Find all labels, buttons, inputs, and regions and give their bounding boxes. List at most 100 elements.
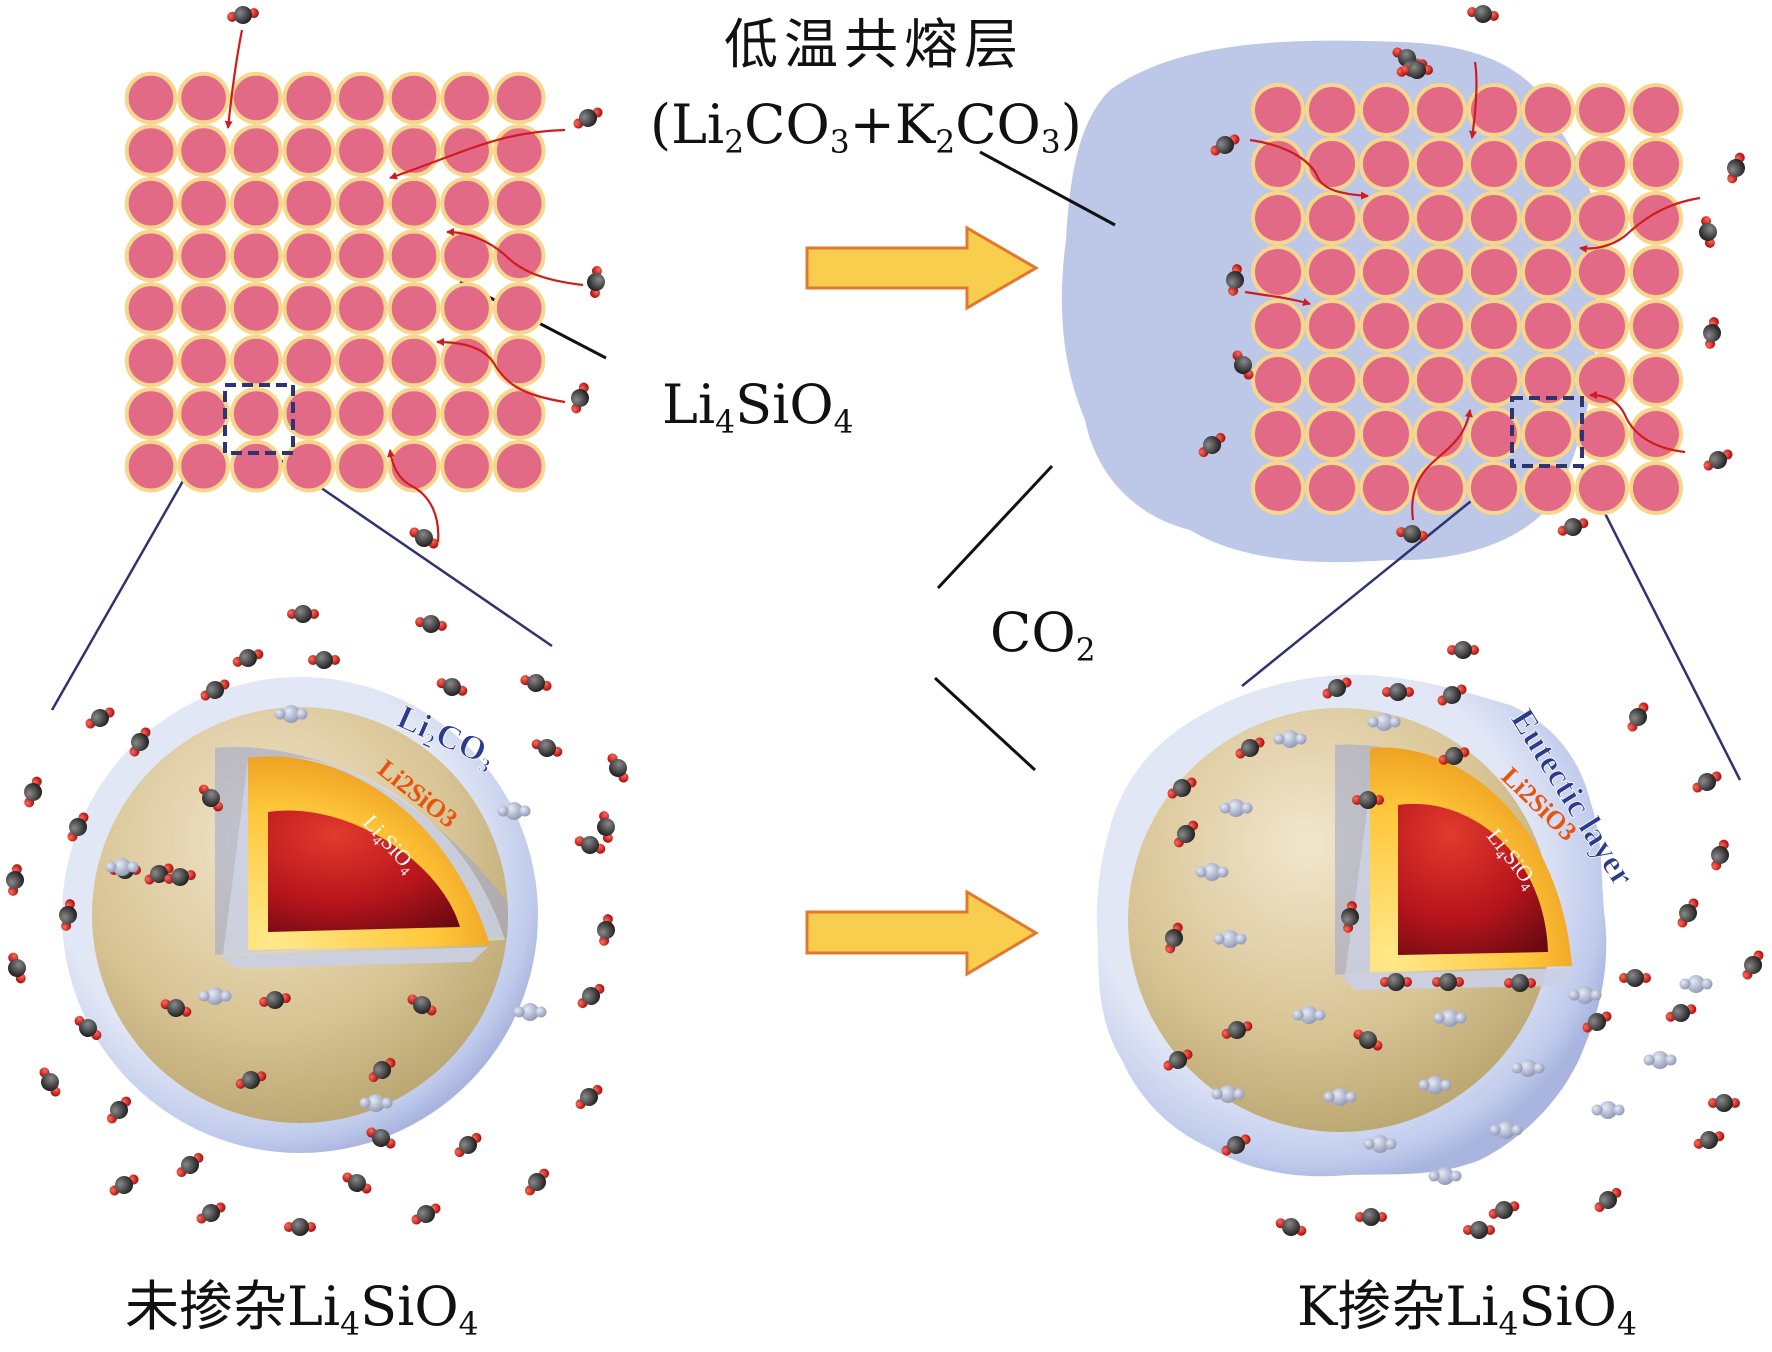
co2-molecule (1727, 152, 1745, 184)
li4sio4-particle (229, 387, 283, 440)
li4sio4-particle (282, 229, 336, 283)
co2-molecule (1275, 1218, 1307, 1236)
li4sio4-particle (1305, 137, 1359, 191)
co2-molecule-absorbed (497, 802, 531, 820)
particle-grid-doped (1251, 83, 1683, 515)
co2-molecule (571, 382, 589, 414)
li4sio4-particle (1629, 137, 1683, 191)
li4sio4-particle (1467, 191, 1521, 245)
li4sio4-particle (1521, 353, 1575, 407)
li4sio4-particle (440, 282, 493, 335)
li4sio4-particle (1521, 407, 1575, 461)
li4sio4-particle (1575, 353, 1629, 407)
co2-molecule (1627, 702, 1649, 732)
zoom-line-right-a (1241, 467, 1513, 687)
li4sio4-particle (1575, 245, 1629, 299)
co2-diffusion-paths (224, 29, 1701, 543)
li4sio4-particle (1359, 461, 1413, 515)
li4sio4-particle (1359, 83, 1413, 137)
co2-molecule-absorbed (1433, 1009, 1467, 1027)
co2-molecule (67, 812, 89, 842)
li4sio4-particle (177, 439, 230, 493)
leader-eutectic (979, 150, 1116, 227)
co2-molecule (577, 983, 605, 1009)
zoom-box-left (223, 383, 295, 455)
li4sio4-particle (1359, 407, 1413, 461)
li4sio4-particle (387, 439, 441, 493)
co2-molecule-absorbed (1363, 1135, 1397, 1153)
li4sio4-particle (492, 439, 546, 493)
li4sio4-particle (229, 71, 283, 125)
co2-molecule-absorbed (1428, 1167, 1462, 1185)
diffusion-path (446, 228, 584, 287)
co2-molecule (436, 678, 468, 696)
li4sio4-particle (335, 334, 388, 388)
li4sio4-particle (1629, 191, 1683, 245)
co2-molecule (85, 707, 115, 729)
li4sio4-particle (492, 282, 546, 335)
li4sio4-particle (282, 124, 336, 177)
li4sio4-particle (1629, 245, 1683, 299)
li4sio4-particle (1467, 137, 1521, 191)
li4sio4-particle (1629, 299, 1683, 353)
co2-molecule (1557, 518, 1589, 536)
li4sio4-particle (1251, 461, 1305, 515)
li4sio4-particle (335, 176, 388, 230)
li4sio4-particle (229, 334, 283, 388)
co2-molecule-absorbed (1643, 1051, 1677, 1069)
li4sio4-particle (1305, 191, 1359, 245)
co2-molecule-absorbed (1679, 975, 1713, 993)
co2-molecule (1708, 1094, 1740, 1112)
co2-molecule-absorbed (1568, 986, 1602, 1004)
co2-molecules (6, 5, 1764, 1239)
co2-molecule (259, 991, 291, 1009)
co2-molecule (1210, 134, 1240, 156)
li4sio4-particle (1305, 299, 1359, 353)
co2-molecule-absorbed (1195, 863, 1229, 881)
li4sio4-particle (124, 176, 178, 230)
co2-molecule (196, 1202, 226, 1224)
li4sio4-particle (1413, 245, 1467, 299)
li4sio4-particle (1629, 83, 1683, 137)
li4sio4-particle (177, 124, 230, 177)
co2-molecule (1226, 264, 1244, 296)
diffusion-path (389, 128, 566, 180)
sphere-doped-core (1398, 803, 1548, 955)
li4sio4-particle (229, 439, 283, 493)
li4sio4-particle (440, 229, 493, 283)
li4sio4-particle (229, 229, 283, 283)
li4sio4-particle (124, 229, 178, 283)
co2-molecule (1447, 641, 1479, 659)
co2-molecule (1221, 1134, 1251, 1156)
co2-molecule (1167, 777, 1197, 799)
li4sio4-particle (282, 439, 336, 493)
li4sio4-particle (492, 176, 546, 230)
li4sio4-particle (177, 229, 230, 283)
li4sio4-particle (1467, 299, 1521, 353)
co2-molecule (415, 615, 447, 633)
co2-molecule-absorbed (1219, 799, 1253, 817)
li4sio4-particle (1467, 461, 1521, 515)
li4sio4-particle (1251, 83, 1305, 137)
li4sio4-particle (387, 282, 441, 335)
li4sio4-particle (1521, 83, 1575, 137)
li4sio4-particle (1359, 245, 1413, 299)
co2-molecule (164, 868, 196, 886)
li4sio4-particle (1413, 191, 1467, 245)
co2-molecule (1232, 350, 1254, 380)
li4sio4-particle (124, 439, 178, 493)
li4sio4-particle (387, 229, 441, 283)
co2-molecule (1438, 747, 1470, 765)
co2-molecule (1380, 973, 1412, 991)
co2-molecule-absorbed (1292, 1006, 1326, 1024)
co2-molecule (1619, 969, 1651, 987)
transition-arrows (805, 225, 1039, 977)
co2-molecule (59, 899, 77, 931)
li4sio4-particle (1251, 245, 1305, 299)
co2-molecule-absorbed (1273, 730, 1307, 748)
li4sio4-particle (1305, 461, 1359, 515)
co2-molecule (1396, 525, 1428, 543)
li4sio4-particle (177, 334, 230, 388)
co2-molecule (1221, 1021, 1253, 1039)
li4sio4-particle (1629, 407, 1683, 461)
